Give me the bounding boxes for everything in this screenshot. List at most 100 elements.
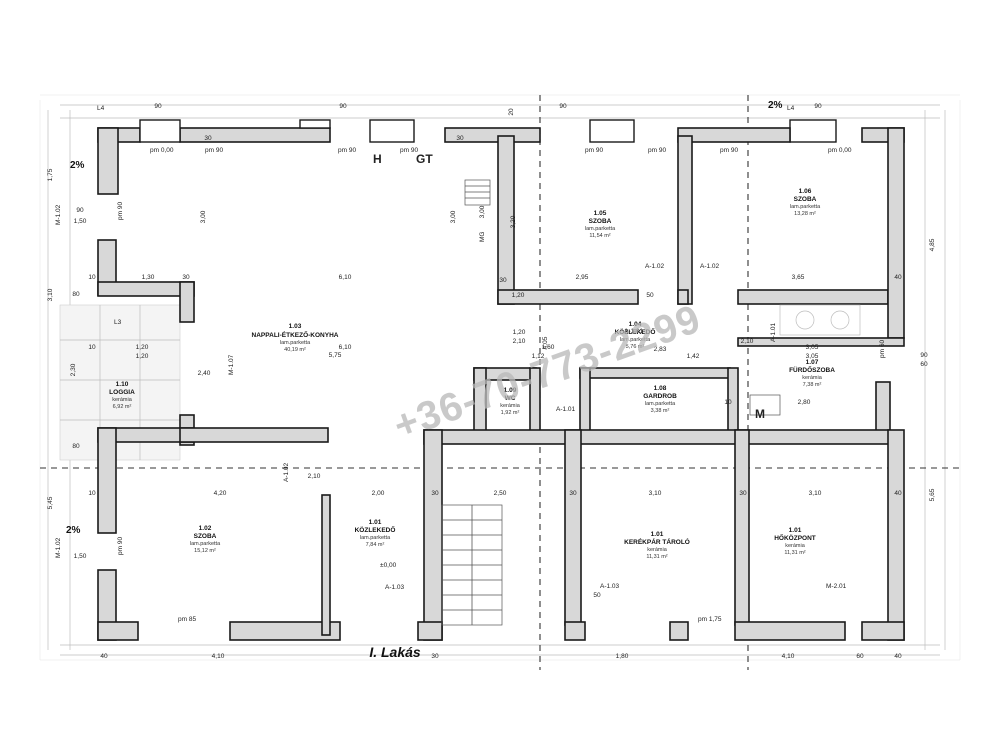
svg-text:4,05: 4,05 [542,336,549,349]
svg-text:SZOBA: SZOBA [589,218,612,225]
svg-text:pm 60: pm 60 [879,340,886,358]
svg-text:lam.parketta: lam.parketta [645,401,676,407]
svg-text:50: 50 [593,592,601,599]
svg-text:60: 60 [856,653,864,660]
svg-text:1,20: 1,20 [136,344,149,351]
svg-text:1.01: 1.01 [369,519,382,526]
slope-marks: 2% 2% 2% [66,100,783,536]
wall-segment [417,621,443,641]
svg-text:L4: L4 [787,105,795,112]
svg-text:pm 85: pm 85 [178,616,196,623]
wall-segment [875,381,891,433]
svg-text:2,00: 2,00 [372,490,385,497]
svg-text:lam.parketta: lam.parketta [620,337,651,343]
svg-text:M: M [755,407,765,421]
svg-text:10: 10 [88,344,96,351]
wall-segment [734,429,750,626]
window [299,119,331,129]
svg-text:10: 10 [88,274,96,281]
svg-text:3,05: 3,05 [806,344,819,351]
svg-text:3,10: 3,10 [649,490,662,497]
room-label-1-01-kerekpar: 1.01 KERÉKPÁR TÁROLÓ kerámia 11,31 m² [624,531,690,560]
room-label-1-03: 1.03 NAPPALI-ÉTKEZŐ-KONYHA lam.parketta … [252,323,339,353]
svg-text:1.08: 1.08 [654,385,667,392]
svg-text:40,19 m²: 40,19 m² [284,347,306,353]
svg-text:pm 1,75: pm 1,75 [698,616,722,623]
wall-segment [734,621,846,641]
svg-text:4,20: 4,20 [214,490,227,497]
window [139,119,181,143]
svg-text:pm 90: pm 90 [720,147,738,154]
svg-text:11,31 m²: 11,31 m² [646,554,667,560]
svg-text:kerámia: kerámia [112,397,133,403]
svg-text:kerámia: kerámia [500,403,521,409]
svg-text:1,92 m²: 1,92 m² [501,410,520,416]
svg-text:30: 30 [431,653,439,660]
wall-segment [887,127,905,339]
svg-text:3,05: 3,05 [806,353,819,360]
svg-text:5,45: 5,45 [47,496,54,509]
svg-text:13,28 m²: 13,28 m² [794,211,816,217]
plan-title: I. Lakás [369,644,421,660]
svg-text:kerámia: kerámia [785,543,806,549]
svg-text:3,38 m²: 3,38 m² [651,408,670,414]
wall-segment [677,127,791,143]
svg-text:3,20: 3,20 [510,215,517,228]
svg-text:2,40: 2,40 [198,370,211,377]
svg-text:±0,00: ±0,00 [380,562,397,569]
svg-text:30: 30 [499,277,507,284]
svg-text:3,10: 3,10 [809,490,822,497]
room-label-1-01-kozlekedo: 1.01 KÖZLEKEDŐ lam.parketta 7,84 m² [355,519,396,548]
svg-text:H: H [373,152,382,166]
svg-text:1.05: 1.05 [594,210,607,217]
svg-text:1.06: 1.06 [799,188,812,195]
svg-text:kerámia: kerámia [647,547,668,553]
svg-text:1,12: 1,12 [532,353,545,360]
window [789,119,837,143]
svg-text:M-1.02: M-1.02 [55,204,62,225]
svg-text:1.09: 1.09 [504,387,517,394]
svg-text:pm 90: pm 90 [400,147,418,154]
svg-text:80: 80 [72,443,80,450]
svg-text:1,20: 1,20 [512,292,525,299]
svg-text:KÖZLEKEDŐ: KÖZLEKEDŐ [355,525,396,534]
svg-text:A-1.01: A-1.01 [624,328,644,335]
svg-text:30: 30 [182,274,190,281]
svg-text:KERÉKPÁR TÁROLÓ: KERÉKPÁR TÁROLÓ [624,537,690,546]
wall-segment [179,127,331,143]
svg-text:90: 90 [154,103,162,110]
svg-text:3,00: 3,00 [200,210,207,223]
svg-text:1,80: 1,80 [616,653,629,660]
svg-text:pm 90: pm 90 [117,537,124,555]
svg-text:90: 90 [814,103,822,110]
slope-mark: 2% [768,100,783,111]
svg-text:GT: GT [416,152,433,166]
svg-text:2,10: 2,10 [308,473,321,480]
svg-text:SZOBA: SZOBA [794,196,817,203]
svg-text:11,31 m²: 11,31 m² [784,550,805,556]
svg-text:30: 30 [569,490,577,497]
slope-mark: 2% [66,525,81,536]
svg-text:10: 10 [88,490,96,497]
svg-text:30: 30 [739,490,747,497]
svg-text:lam.parketta: lam.parketta [585,226,616,232]
wall-segment [423,429,891,445]
svg-text:L3: L3 [114,319,122,326]
svg-text:pm 90: pm 90 [205,147,223,154]
svg-text:lam.parketta: lam.parketta [280,340,311,346]
svg-text:1,60: 1,60 [542,344,555,351]
wall-segment [179,427,329,443]
svg-text:pm 90: pm 90 [338,147,356,154]
wall-segment [321,494,331,636]
svg-text:MG: MG [479,232,486,242]
room-label-1-08: 1.08 GARDROB lam.parketta 3,38 m² [643,385,677,414]
wall-segment [423,429,443,641]
svg-text:40: 40 [100,653,108,660]
svg-text:90: 90 [559,103,567,110]
svg-text:5,75: 5,75 [329,352,342,359]
svg-text:lam.parketta: lam.parketta [190,541,221,547]
svg-text:1.04: 1.04 [629,321,642,328]
svg-text:3,65: 3,65 [792,274,805,281]
staircase [441,504,503,626]
